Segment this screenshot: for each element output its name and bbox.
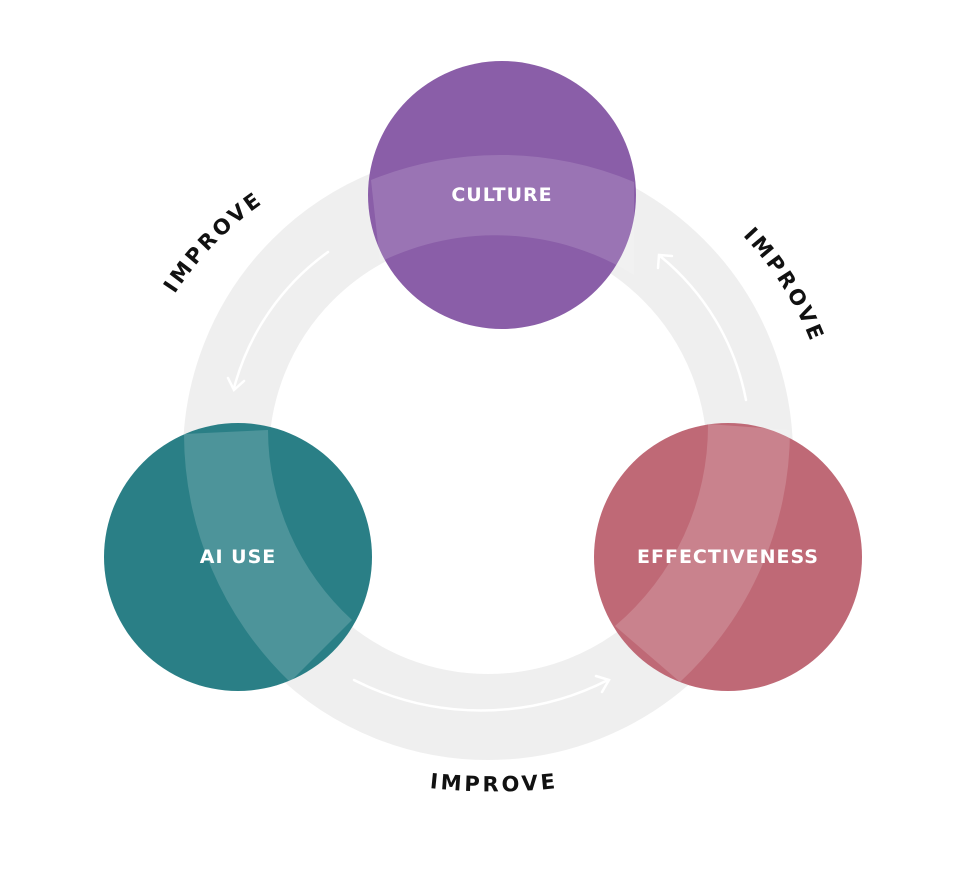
node-culture: CULTURE	[368, 61, 636, 329]
ai-use-circle	[104, 423, 372, 691]
effectiveness-label: EFFECTIVENESS	[637, 546, 819, 568]
culture-label: CULTURE	[451, 184, 552, 206]
ai-use-label: AI USE	[200, 546, 276, 568]
improve-label-bottom: IMPROVE	[429, 769, 559, 796]
ai-use-ring-overlap	[184, 430, 352, 682]
effectiveness-ring-overlap	[615, 424, 790, 682]
arrow-culture-to-ai-use	[226, 250, 330, 393]
node-effectiveness: EFFECTIVENESS	[594, 423, 862, 691]
arrow-ai-use-to-effectiveness	[352, 674, 611, 712]
culture-ring-overlap	[371, 154, 634, 275]
node-ai-use: AI USE	[104, 423, 372, 691]
arrow-effectiveness-to-culture	[656, 253, 748, 402]
culture-circle	[368, 61, 636, 329]
effectiveness-circle	[594, 423, 862, 691]
